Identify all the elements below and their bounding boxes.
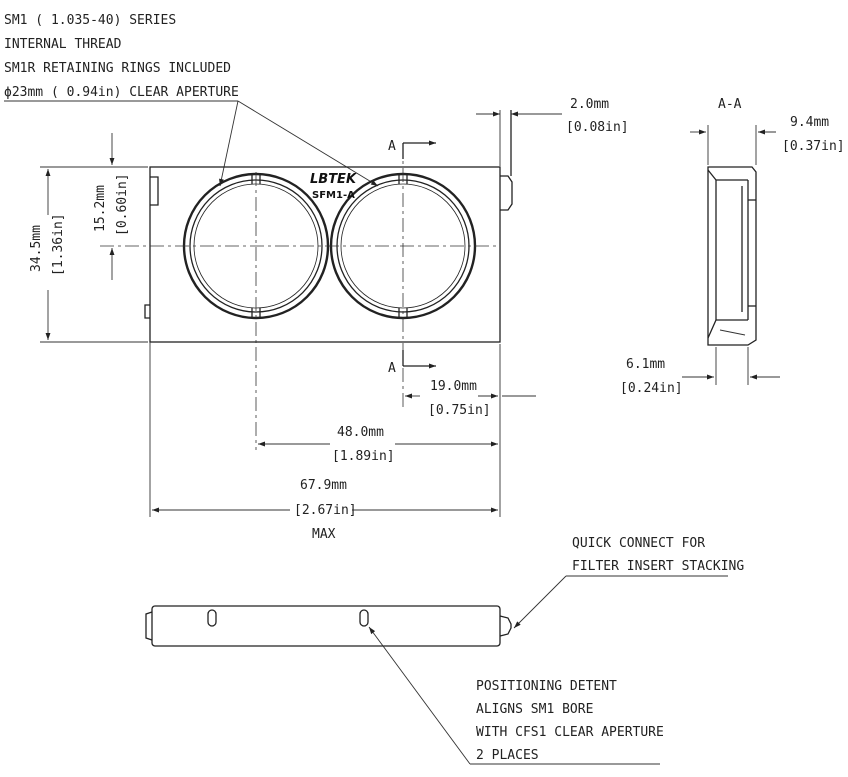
note-thread: INTERNAL THREAD	[4, 37, 122, 52]
quick-connect-tab	[500, 175, 513, 211]
dim-lip-in: [0.08in]	[566, 120, 629, 135]
brand-logo: LBTEK	[310, 172, 357, 187]
positioning-detent-left	[207, 609, 217, 627]
note-aperture: ϕ23mm ( 0.94in) CLEAR APERTURE	[4, 85, 239, 100]
dim-side-in: [0.75in]	[428, 403, 491, 418]
dim-width-in: [2.67in]	[294, 503, 357, 518]
dim-pitch: 48.0mm [1.89in]	[258, 405, 501, 464]
callout-detent-line4: 2 PLACES	[476, 748, 539, 763]
cut-label-top: A	[388, 139, 396, 154]
dim-width-note: MAX	[312, 527, 336, 542]
notes-block: SM1 ( 1.035-40) SERIES INTERNAL THREAD S…	[4, 13, 379, 187]
note-rings: SM1R RETAINING RINGS INCLUDED	[4, 61, 231, 76]
dim-pitch-in: [1.89in]	[332, 449, 395, 464]
top-view-body	[151, 605, 501, 647]
top-view-quick-connect	[499, 615, 512, 637]
dim-inner: 6.1mm [0.24in]	[620, 347, 780, 396]
model-label: SFM1-A	[312, 190, 355, 201]
dim-depth-mm: 9.4mm	[790, 115, 829, 130]
dim-offset: 15.2mm [0.60in]	[93, 133, 148, 280]
dim-depth-in: [0.37in]	[782, 139, 845, 154]
aperture-leader-right	[237, 100, 379, 187]
dim-width: 67.9mm [2.67in] MAX	[149, 342, 501, 542]
dim-offset-in: [0.60in]	[115, 173, 130, 236]
section-outline	[707, 166, 757, 346]
dim-lip-mm: 2.0mm	[570, 97, 609, 112]
top-view-left-detent	[145, 611, 153, 641]
dim-pitch-mm: 48.0mm	[337, 425, 384, 440]
front-view: LBTEK SFM1-A	[100, 110, 513, 450]
dim-inner-in: [0.24in]	[620, 381, 683, 396]
callout-quick-line2: FILTER INSERT STACKING	[572, 559, 744, 574]
dim-lip: 2.0mm [0.08in]	[476, 97, 629, 166]
section-view: A-A	[707, 97, 757, 346]
dim-side-mm: 19.0mm	[430, 379, 477, 394]
dim-side: 19.0mm [0.75in]	[405, 344, 536, 418]
dim-height-mm: 34.5mm	[29, 225, 44, 272]
callout-detent-line3: WITH CFS1 CLEAR APERTURE	[476, 725, 664, 740]
mount-body	[149, 166, 501, 343]
dim-offset-mm: 15.2mm	[93, 185, 108, 232]
callout-detent: POSITIONING DETENT ALIGNS SM1 BORE WITH …	[368, 626, 664, 765]
aperture-leader-left	[219, 100, 239, 187]
top-view	[145, 605, 512, 647]
dim-depth: 9.4mm [0.37in]	[690, 115, 845, 165]
left-notch	[150, 176, 159, 206]
positioning-detent-right	[359, 609, 369, 627]
callout-quick-connect: QUICK CONNECT FOR FILTER INSERT STACKING	[513, 536, 744, 629]
section-cut-markers: A A	[388, 139, 436, 376]
left-detent	[144, 304, 150, 319]
note-series: SM1 ( 1.035-40) SERIES	[4, 13, 176, 28]
cut-label-bottom: A	[388, 361, 396, 376]
callout-detent-line1: POSITIONING DETENT	[476, 679, 617, 694]
callout-quick-line1: QUICK CONNECT FOR	[572, 536, 705, 551]
section-label: A-A	[718, 97, 742, 112]
callout-detent-line2: ALIGNS SM1 BORE	[476, 702, 593, 717]
dim-height: 34.5mm [1.36in]	[29, 166, 148, 343]
dim-height-in: [1.36in]	[51, 213, 66, 276]
dim-width-mm: 67.9mm	[300, 478, 347, 493]
dim-inner-mm: 6.1mm	[626, 357, 665, 372]
